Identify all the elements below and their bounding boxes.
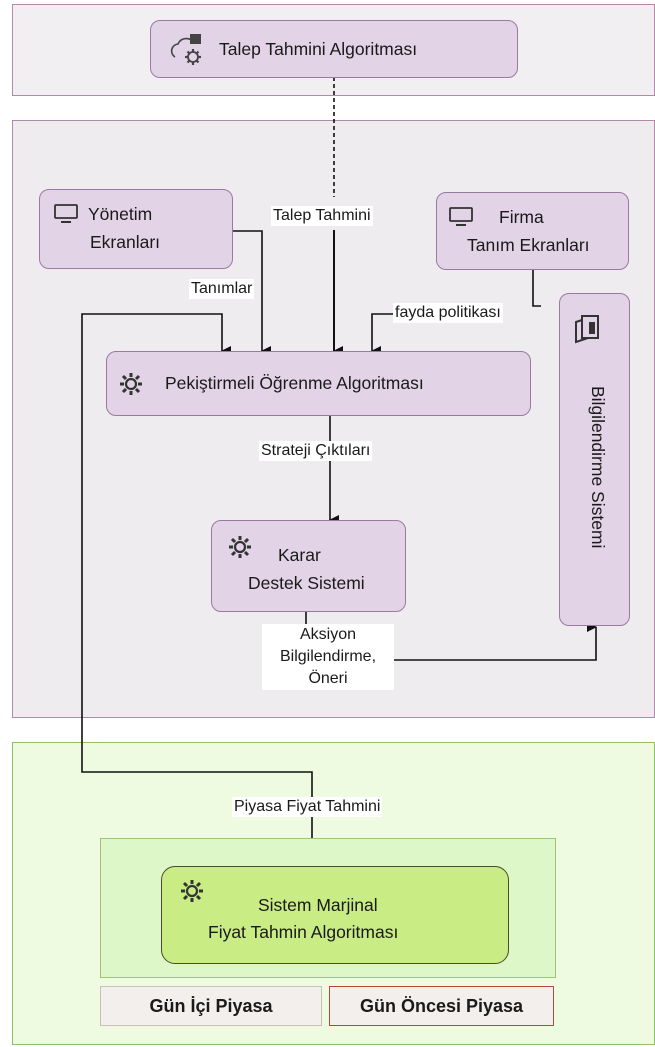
smp-forecast-line2: Fiyat Tahmin Algoritması <box>208 922 399 942</box>
smp-forecast-line1: Sistem Marjinal <box>258 895 378 915</box>
gear-icon <box>229 536 251 558</box>
intraday-market-box[interactable]: Gün İçi Piyasa <box>100 986 322 1026</box>
edge-label-action-line3: Öneri <box>308 670 348 687</box>
smp-forecast-node[interactable]: Sistem Marjinal Fiyat Tahmin Algoritması <box>161 866 509 964</box>
edge-label-definitions: Tanımlar <box>189 279 255 299</box>
demand-forecast-node[interactable]: Talep Tahmini Algoritması <box>150 20 518 78</box>
edge-label-action-line1: Aksiyon <box>299 626 357 643</box>
day-ahead-market-box[interactable]: Gün Öncesi Piyasa <box>329 986 554 1026</box>
company-screens-node[interactable]: Firma Tanım Ekranları <box>436 192 629 270</box>
edge-label-action: Aksiyon Bilgilendirme, Öneri <box>262 624 394 690</box>
decision-support-node[interactable]: Karar Destek Sistemi <box>211 520 406 612</box>
company-to-rl-edge <box>532 270 541 307</box>
market-price-to-rl-edge <box>81 313 313 838</box>
edge-label-strategy-outputs: Strateji Çıktıları <box>259 441 373 461</box>
decision-support-line2: Destek Sistemi <box>248 573 365 593</box>
decision-to-notification-edge <box>388 622 597 661</box>
rl-algorithm-label: Pekiştirmeli Öğrenme Algoritması <box>165 373 424 393</box>
notification-system-node[interactable]: Bilgilendirme Sistemi <box>559 293 630 626</box>
notification-system-label: Bilgilendirme Sistemi <box>588 386 608 549</box>
company-screens-line1: Firma <box>499 207 544 227</box>
monitor-icon <box>449 207 473 226</box>
gear-icon <box>181 880 203 902</box>
management-screens-node[interactable]: Yönetim Ekranları <box>39 189 233 269</box>
day-ahead-market-label: Gün Öncesi Piyasa <box>359 996 524 1016</box>
management-screens-line1: Yönetim <box>88 204 153 224</box>
edge-label-market-price-forecast: Piyasa Fiyat Tahmini <box>232 797 383 817</box>
decision-support-line1: Karar <box>278 545 321 565</box>
benefit-policy-edge <box>371 313 393 356</box>
cloud-gear-icon <box>170 34 201 65</box>
management-screens-line2: Ekranları <box>90 232 161 252</box>
edge-label-benefit-policy: fayda politikası <box>393 303 503 323</box>
edge-label-action-line2: Bilgilendirme, <box>279 648 377 665</box>
company-screens-line2: Tanım Ekranları <box>467 235 590 255</box>
door-exit-icon <box>575 315 599 344</box>
monitor-icon <box>54 204 78 223</box>
intraday-market-label: Gün İçi Piyasa <box>149 996 273 1016</box>
demand-forecast-node-label: Talep Tahmini Algoritması <box>219 39 418 59</box>
edge-label-demand-forecast: Talep Tahmini <box>271 206 373 226</box>
rl-algorithm-node[interactable]: Pekiştirmeli Öğrenme Algoritması <box>106 351 531 416</box>
management-to-rl-edge <box>232 230 271 356</box>
gear-icon <box>120 373 142 395</box>
